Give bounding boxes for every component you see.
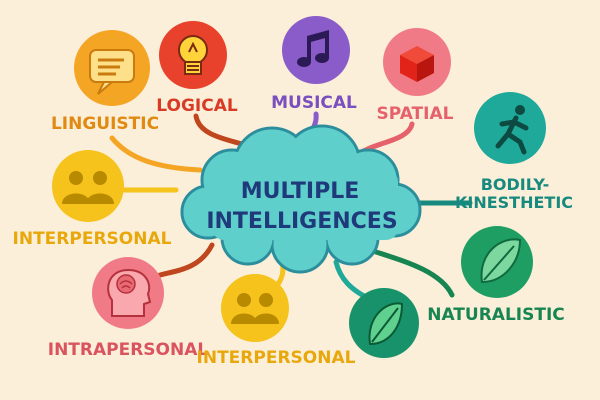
- label-linguistic: LINGUISTIC: [51, 114, 159, 134]
- node-leaf-bottom: [349, 288, 419, 358]
- people-icon: [231, 293, 279, 324]
- leaf-icon: [368, 302, 404, 346]
- central-cloud: MULTIPLE INTELLIGENCES: [180, 124, 422, 274]
- connector-intrapersonal: [157, 242, 215, 278]
- lightbulb-icon: [178, 35, 208, 75]
- node-circle: [221, 274, 289, 342]
- label-logical: LOGICAL: [156, 96, 238, 116]
- node-logical: LOGICAL: [156, 21, 238, 116]
- node-bodily-kinesthetic: BODILY- KINESTHETIC: [455, 92, 573, 212]
- node-linguistic: LINGUISTIC: [51, 30, 159, 134]
- connector-naturalistic: [367, 247, 455, 298]
- cloud-fill: [183, 127, 419, 271]
- node-interpersonal-left: INTERPERSONAL: [13, 150, 172, 249]
- node-interpersonal-bottom: INTERPERSONAL: [197, 274, 356, 368]
- label-naturalistic: NATURALISTIC: [427, 305, 565, 325]
- center-title-line2: INTELLIGENCES: [206, 209, 397, 234]
- label-spatial: SPATIAL: [377, 104, 454, 124]
- node-musical: MUSICAL: [271, 16, 357, 113]
- music-note-icon: [297, 30, 329, 67]
- label-interpersonal-bottom: INTERPERSONAL: [197, 348, 356, 368]
- label-musical: MUSICAL: [271, 93, 357, 113]
- label-bodily-line1: BODILY-: [481, 175, 550, 194]
- cube-icon: [400, 46, 434, 82]
- label-interpersonal-left: INTERPERSONAL: [13, 229, 172, 249]
- leaf-icon: [480, 238, 522, 284]
- people-icon: [62, 171, 114, 204]
- node-naturalistic: NATURALISTIC: [427, 226, 565, 325]
- label-intrapersonal: INTRAPERSONAL: [48, 340, 209, 360]
- label-bodily-line2: KINESTHETIC: [455, 193, 573, 212]
- node-circle: [282, 16, 350, 84]
- connector-linguistic: [109, 135, 203, 173]
- speech-bubble-icon: [89, 49, 135, 95]
- center-title-line1: MULTIPLE: [241, 179, 360, 204]
- running-person-icon: [495, 105, 529, 155]
- node-spatial: SPATIAL: [377, 28, 454, 124]
- node-intrapersonal: INTRAPERSONAL: [48, 257, 209, 360]
- head-brain-icon: [107, 268, 152, 317]
- node-circle: [52, 150, 124, 222]
